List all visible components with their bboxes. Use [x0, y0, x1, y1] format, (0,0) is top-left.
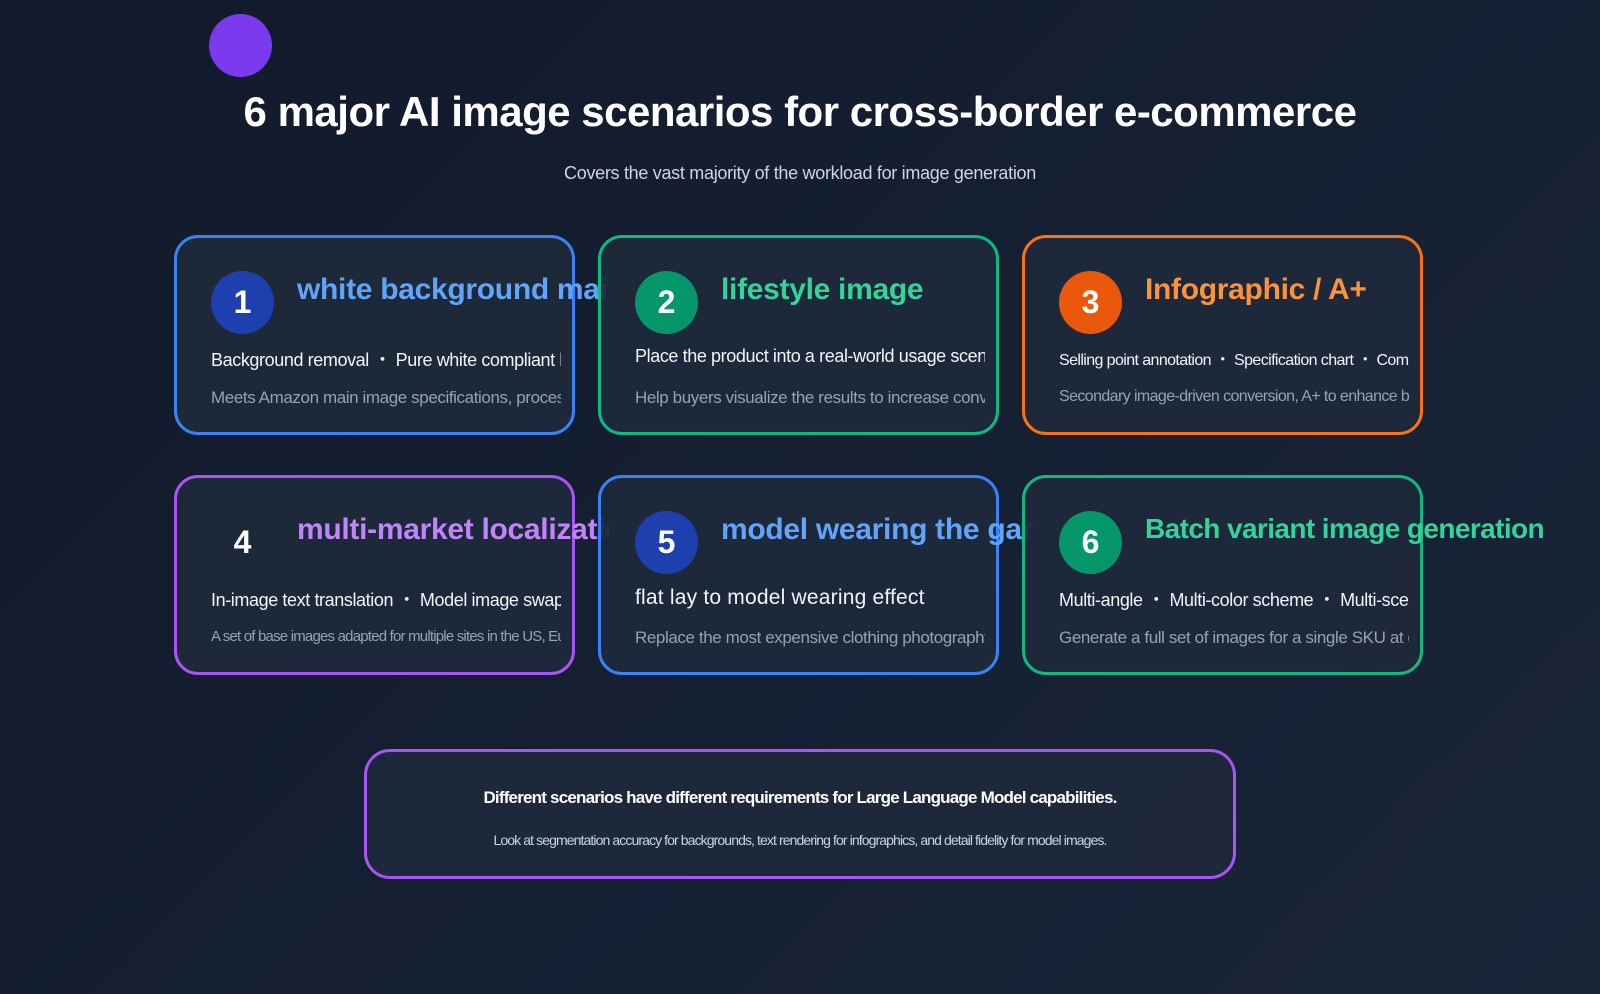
- scenario-note: Secondary image-driven conversion, A+ to…: [1059, 388, 1409, 405]
- callout-sub-text: Look at segmentation accuracy for backgr…: [493, 832, 1108, 848]
- callout-main-text: Different scenarios have different requi…: [483, 788, 1117, 807]
- scenario-title: white background main image: [297, 273, 609, 306]
- scenario-description: Place the product into a real-world usag…: [635, 346, 985, 366]
- scenario-description: Multi-angle ・ Multi-color scheme ・ Multi…: [1059, 590, 1409, 610]
- scenario-number-badge: 3: [1059, 271, 1122, 334]
- scenario-card-batch-variant: 6 Batch variant image generation Multi-a…: [1022, 475, 1545, 675]
- page-subtitle: Covers the vast majority of the workload…: [564, 163, 1036, 183]
- scenario-note: Replace the most expensive clothing phot…: [635, 628, 985, 647]
- scenario-note: Generate a full set of images for a sing…: [1059, 628, 1409, 647]
- scenario-note: A set of base images adapted for multipl…: [211, 628, 561, 645]
- decorative-circle: [209, 14, 272, 77]
- scenario-description: flat lay to model wearing effect: [635, 586, 925, 609]
- scenario-title: multi-market localization: [297, 513, 609, 546]
- page-title: 6 major AI image scenarios for cross-bor…: [243, 88, 1357, 135]
- scenario-description: Selling point annotation ・ Specification…: [1059, 352, 1409, 369]
- scenario-number-badge: 2: [635, 271, 698, 334]
- scenario-card-localization: 4 multi-market localization In-image tex…: [174, 475, 609, 675]
- scenario-description: In-image text translation ・ Model image …: [211, 590, 561, 610]
- scenario-number-badge: 6: [1059, 511, 1122, 574]
- scenario-number-badge: 5: [635, 511, 698, 574]
- scenario-card-infographic: 3 Infographic / A+ Selling point annotat…: [1022, 235, 1423, 435]
- scenario-note: Help buyers visualize the results to inc…: [635, 388, 985, 407]
- scenario-title: model wearing the garment: [721, 513, 1033, 546]
- scenario-card-lifestyle: 2 lifestyle image Place the product into…: [598, 235, 999, 435]
- scenario-note: Meets Amazon main image specifications, …: [211, 388, 561, 407]
- scenario-title: Batch variant image generation: [1145, 513, 1545, 544]
- scenario-number-badge: 4: [233, 524, 252, 560]
- scenario-card-white-background: 1 white background main image Background…: [174, 235, 609, 435]
- scenario-number-badge: 1: [211, 271, 274, 334]
- scenario-card-model-wearing: 5 model wearing the garment flat lay to …: [598, 475, 1033, 675]
- scenario-title: lifestyle image: [721, 273, 924, 306]
- scenario-description: Background removal ・ Pure white complian…: [211, 350, 561, 370]
- scenario-title: Infographic / A+: [1145, 273, 1367, 306]
- summary-callout: Different scenarios have different requi…: [364, 749, 1236, 879]
